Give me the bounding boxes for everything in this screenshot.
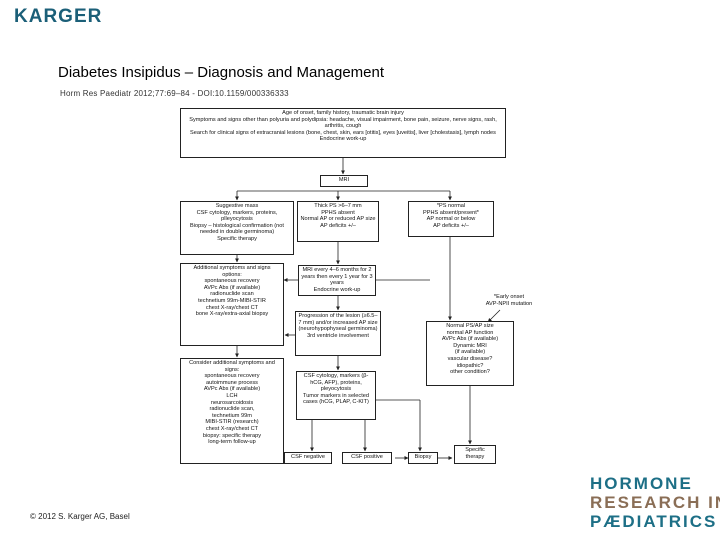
mri-followup-box: MRI every 4–6 months for 2 years then ev… <box>298 265 376 296</box>
consider-additional-box: Consider additional symptoms and signs: … <box>180 358 284 464</box>
journal-logo-line: HORMONE <box>590 474 693 493</box>
slide-title: Diabetes Insipidus – Diagnosis and Manag… <box>58 64 385 81</box>
thick-ps-box: Thick PS >6–7 mm PPHS absent Normal AP o… <box>297 201 379 242</box>
mri-box: MRI <box>320 175 368 187</box>
ps-normal-box: *PS normal PPHS absent/present* AP norma… <box>408 201 494 237</box>
csf-positive-box: CSF positive <box>342 452 392 464</box>
biopsy-box: Biopsy <box>408 452 438 464</box>
additional-symptoms-box: Additional symptoms and signs options: s… <box>180 263 284 346</box>
journal-logo: HORMONE RESEARCH IN PÆDIATRICS <box>590 474 720 531</box>
journal-logo-line: RESEARCH IN <box>590 493 720 512</box>
csf-negative-box: CSF negative <box>284 452 332 464</box>
top-assessment-box: Age of onset, family history, traumatic … <box>180 108 506 158</box>
progression-box: Progression of the lesion (≥6.5–7 mm) an… <box>295 311 381 356</box>
early-onset-note: *Early onset AVP-NPII mutation <box>485 294 533 307</box>
karger-logo: KARGER <box>14 6 103 27</box>
citation: Horm Res Paediatr 2012;77:69–84 - DOI:10… <box>60 89 289 98</box>
copyright-notice: © 2012 S. Karger AG, Basel <box>30 512 130 521</box>
normal-ps-ap-box: Normal PS/AP size normal AP function AVP… <box>426 321 514 386</box>
specific-therapy-box: Specific therapy <box>454 445 496 464</box>
journal-logo-line: PÆDIATRICS <box>590 512 718 531</box>
csf-markers-box: CSF cytology, markers (β-hCG, AFP), prot… <box>296 371 376 420</box>
suggestive-mass-box: Suggestive mass CSF cytology, markers, p… <box>180 201 294 255</box>
